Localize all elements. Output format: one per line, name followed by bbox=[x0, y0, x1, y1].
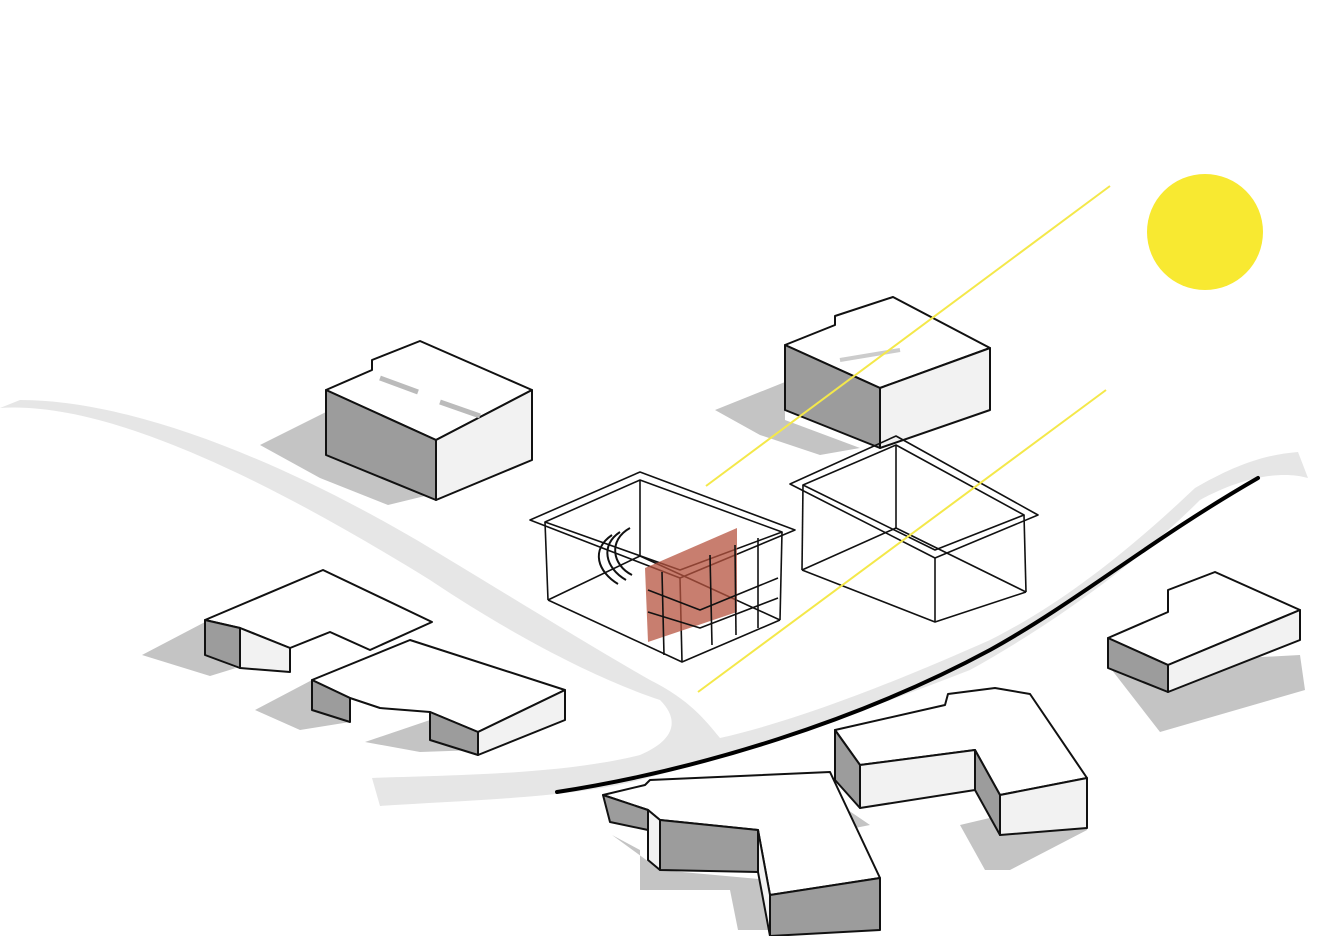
shadow-building-w bbox=[142, 622, 236, 676]
building-nw bbox=[325, 340, 533, 501]
building-a-roof bbox=[529, 471, 796, 579]
building-sw-wall-3 bbox=[659, 819, 759, 873]
building-south-west bbox=[602, 771, 881, 936]
street-surface bbox=[0, 400, 1308, 806]
building-east bbox=[1107, 571, 1301, 693]
sound-wave-icon bbox=[597, 527, 633, 585]
sun-icon bbox=[1147, 174, 1263, 290]
shadow-building-nw bbox=[260, 410, 470, 505]
building-west-wall-2 bbox=[239, 627, 291, 673]
building-south-wall-end bbox=[999, 777, 1088, 836]
building-west-wall-5 bbox=[429, 711, 479, 756]
facade-accent-panel bbox=[645, 528, 737, 642]
shadow-building-s2 bbox=[612, 835, 780, 930]
proposed-building-a bbox=[529, 471, 796, 663]
building-sw-wall-2 bbox=[647, 809, 661, 871]
building-nw-skylight-2 bbox=[439, 399, 481, 419]
proposed-building-b bbox=[789, 435, 1039, 623]
building-ne-skylight bbox=[839, 348, 901, 362]
building-west-wall-3 bbox=[311, 679, 351, 723]
building-sw-wall-5 bbox=[769, 877, 881, 936]
building-ne-wall-right bbox=[879, 347, 991, 449]
sun-rays bbox=[697, 185, 1111, 693]
building-nw-skylight bbox=[379, 375, 419, 395]
building-b-roof bbox=[789, 435, 1039, 559]
building-ne bbox=[784, 296, 991, 449]
building-south bbox=[834, 687, 1088, 836]
building-a-roof-inner bbox=[544, 479, 783, 571]
building-east-wall-right bbox=[1167, 609, 1301, 693]
building-sw-wall-4 bbox=[757, 829, 771, 936]
shadow-building-ne bbox=[715, 382, 860, 455]
building-nw-wall-right bbox=[435, 389, 533, 501]
sun-ray-lower bbox=[697, 389, 1107, 693]
sun-ray-upper bbox=[705, 185, 1111, 487]
shadow-building-w2 bbox=[255, 680, 350, 730]
street bbox=[0, 400, 1308, 806]
railway-line-icon bbox=[555, 476, 1260, 794]
building-west bbox=[204, 569, 566, 756]
